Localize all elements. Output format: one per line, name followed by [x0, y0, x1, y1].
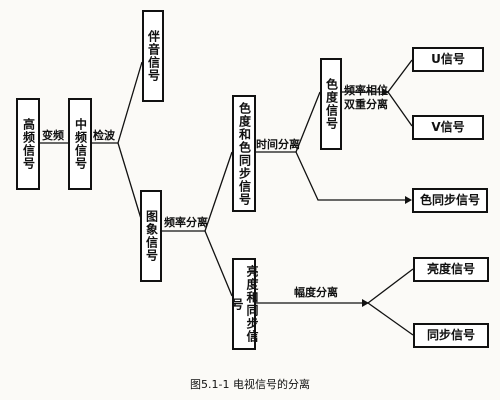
box-luma-sync-signal: 亮度和同步信号: [230, 258, 259, 350]
label-amplitude-separation: 幅度分离: [294, 286, 338, 299]
box-chroma-signal: 色度信号: [320, 58, 342, 150]
box-color-sync-signal: 色同步信号: [412, 188, 488, 213]
label-conversion: 变频: [42, 129, 64, 142]
box-audio-signal: 伴音信号: [142, 10, 164, 102]
label-time-separation: 时间分离: [256, 138, 300, 151]
box-mid-freq-signal: 中频信号: [68, 98, 92, 190]
box-sync-signal: 同步信号: [413, 323, 489, 348]
box-chroma-sync-signal: 色度和色同步信号: [232, 95, 256, 212]
label-freq-separation: 频率分离: [164, 216, 208, 229]
box-luma-signal: 亮度信号: [413, 257, 489, 282]
box-u-signal: U信号: [412, 47, 484, 72]
label-freq-phase-line1: 频率相位: [344, 84, 388, 97]
label-freq-phase-line2: 双重分离: [344, 98, 388, 111]
figure-caption: 图5.1-1 电视信号的分离: [190, 378, 310, 391]
label-detection: 检波: [93, 129, 115, 142]
box-video-signal: 图象信号: [140, 190, 162, 282]
box-high-freq-signal: 高频信号: [16, 98, 40, 190]
box-v-signal: V信号: [412, 115, 484, 140]
label-freq-phase-separation: 频率相位 双重分离: [344, 84, 388, 112]
